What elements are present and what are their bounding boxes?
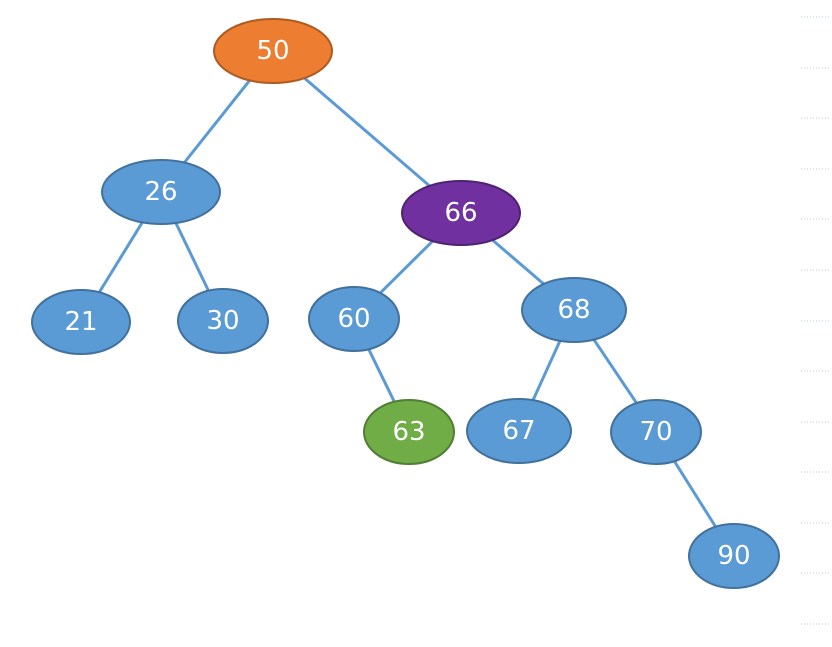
node-ellipse-68 — [521, 277, 627, 343]
node-ellipse-21 — [31, 289, 131, 355]
node-label-26: 26 — [144, 177, 177, 207]
node-label-90: 90 — [717, 541, 750, 571]
node-67: 67 — [466, 398, 572, 464]
node-ellipse-26 — [101, 159, 221, 225]
node-label-66: 66 — [444, 198, 477, 228]
tree-nodes: 50 26 66 21 30 60 68 63 67 70 90 — [31, 18, 780, 589]
node-ellipse-30 — [177, 288, 269, 354]
node-ellipse-90 — [688, 523, 780, 589]
node-label-50: 50 — [256, 36, 289, 66]
node-30: 30 — [177, 288, 269, 354]
node-ellipse-66 — [401, 180, 521, 246]
node-label-30: 30 — [206, 306, 239, 336]
node-label-67: 67 — [502, 416, 535, 446]
node-66: 66 — [401, 180, 521, 246]
slide-edge-dotted-marks — [801, 16, 830, 625]
node-50: 50 — [213, 18, 333, 84]
node-label-21: 21 — [64, 307, 97, 337]
node-ellipse-50 — [213, 18, 333, 84]
node-label-70: 70 — [639, 417, 672, 447]
node-21: 21 — [31, 289, 131, 355]
node-26: 26 — [101, 159, 221, 225]
node-ellipse-70 — [610, 399, 702, 465]
node-60: 60 — [308, 286, 400, 352]
node-label-68: 68 — [557, 295, 590, 325]
node-ellipse-67 — [466, 398, 572, 464]
node-68: 68 — [521, 277, 627, 343]
node-label-60: 60 — [337, 304, 370, 334]
node-label-63: 63 — [392, 417, 425, 447]
node-ellipse-60 — [308, 286, 400, 352]
tree-edges — [79, 49, 736, 558]
node-63: 63 — [363, 399, 455, 465]
node-90: 90 — [688, 523, 780, 589]
node-70: 70 — [610, 399, 702, 465]
node-ellipse-63 — [363, 399, 455, 465]
